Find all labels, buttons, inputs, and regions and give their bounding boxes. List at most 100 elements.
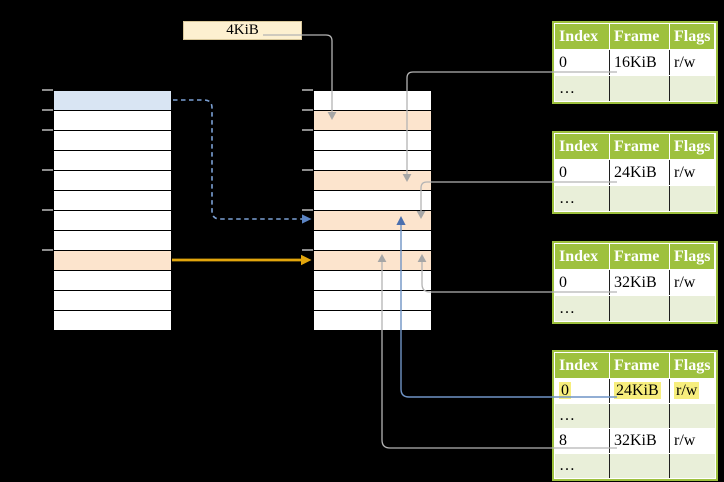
stack-row-highlighted-peach	[314, 211, 431, 231]
table-cell	[670, 186, 715, 211]
table-row-ellipsis: …	[555, 454, 715, 478]
arrow-orange-head-icon	[301, 254, 312, 266]
page-size-label-text: 4KiB	[226, 22, 259, 38]
column-header: Frame	[610, 24, 670, 49]
table-cell-value: 24KiB	[614, 382, 661, 399]
page-size-label: 4KiB	[183, 21, 302, 40]
table-cell	[610, 404, 670, 428]
stack-row	[54, 291, 171, 311]
table-cell-value: r/w	[674, 274, 696, 291]
table-cell-value: …	[559, 457, 575, 474]
table-cell	[670, 404, 715, 428]
arrow-virtual-page-dashed	[173, 99, 302, 220]
table-cell	[670, 296, 715, 321]
table-row: 0 32KiB r/w	[555, 270, 715, 295]
column-header: Flags	[670, 24, 715, 49]
address-tick-icon	[42, 129, 53, 131]
stack-row	[314, 151, 431, 171]
stack-row-highlighted-peach	[54, 251, 171, 271]
column-header: Index	[555, 244, 610, 269]
table-cell-value: 0	[559, 164, 567, 181]
stack-row	[314, 91, 431, 111]
column-header: Flags	[670, 353, 715, 378]
table-cell	[670, 76, 715, 101]
table-cell-value: r/w	[674, 432, 696, 449]
column-header: Flags	[670, 134, 715, 159]
address-tick-icon	[42, 89, 53, 91]
address-tick-icon	[42, 249, 53, 251]
stack-row	[54, 191, 171, 211]
stack-row	[54, 111, 171, 131]
table-cell: …	[555, 296, 610, 321]
table-cell: 0	[555, 50, 610, 75]
table-cell: r/w	[670, 50, 715, 75]
table-row-ellipsis: …	[555, 186, 715, 211]
table-cell: …	[555, 186, 610, 211]
stack-row	[54, 131, 171, 151]
table-cell: 0	[555, 270, 610, 295]
table-cell-value: …	[559, 190, 575, 207]
address-tick-icon	[302, 109, 313, 111]
table-row-ellipsis: …	[555, 296, 715, 321]
table-row-ellipsis: …	[555, 76, 715, 101]
address-tick-icon	[42, 109, 53, 111]
address-tick-icon	[302, 169, 313, 171]
table-cell: r/w	[670, 429, 715, 453]
column-header: Flags	[670, 244, 715, 269]
stack-row	[54, 231, 171, 251]
stack-row	[314, 291, 431, 311]
address-tick-icon	[302, 129, 313, 131]
address-tick-icon	[42, 169, 53, 171]
table-cell: r/w	[670, 379, 715, 403]
stack-row	[314, 231, 431, 251]
table-cell-value: …	[559, 80, 575, 97]
table-cell: …	[555, 454, 610, 478]
table-cell	[670, 454, 715, 478]
stack-row	[54, 171, 171, 191]
stack-row-highlighted-peach	[314, 171, 431, 191]
column-header: Frame	[610, 244, 670, 269]
table-cell-value: 0	[559, 274, 567, 291]
stack-row-highlighted-peach	[314, 111, 431, 131]
table-cell: 16KiB	[610, 50, 670, 75]
table-cell-value: r/w	[674, 54, 696, 71]
table-cell	[610, 296, 670, 321]
table-cell: r/w	[670, 160, 715, 185]
table-row: 8 32KiB r/w	[555, 429, 715, 453]
address-tick-icon	[302, 209, 313, 211]
table-cell-value: 0	[559, 382, 571, 399]
table-cell: 24KiB	[610, 160, 670, 185]
column-header: Frame	[610, 134, 670, 159]
stack-row	[54, 271, 171, 291]
stack-row	[54, 311, 171, 330]
table-cell-value: 32KiB	[614, 274, 657, 291]
table-row-ellipsis: …	[555, 404, 715, 428]
stack-row	[314, 131, 431, 151]
table-cell: 32KiB	[610, 270, 670, 295]
address-tick-icon	[302, 249, 313, 251]
table-cell-value: 8	[559, 432, 567, 449]
table-cell: …	[555, 76, 610, 101]
address-tick-icon	[42, 209, 53, 211]
table-cell: r/w	[670, 270, 715, 295]
table-row: 0 24KiB r/w	[555, 160, 715, 185]
table-cell-value: r/w	[674, 382, 700, 399]
stack-row	[314, 271, 431, 291]
table-cell: 0	[555, 379, 610, 403]
table-cell-value: 32KiB	[614, 432, 657, 449]
table-cell-value: …	[559, 407, 575, 424]
stack-row	[314, 191, 431, 211]
table-cell: 24KiB	[610, 379, 670, 403]
stack-row	[314, 311, 431, 330]
table-cell-value: r/w	[674, 164, 696, 181]
table-cell-value: 24KiB	[614, 164, 657, 181]
table-cell	[610, 186, 670, 211]
stack-row-highlighted-peach	[314, 251, 431, 271]
